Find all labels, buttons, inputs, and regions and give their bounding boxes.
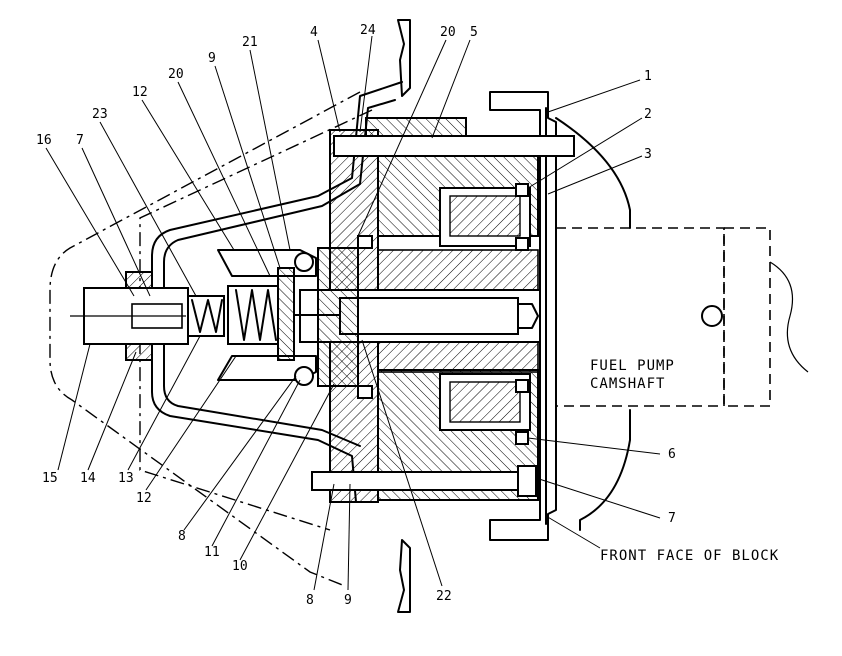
callout-9-top: 9 (208, 51, 216, 66)
callout-20-left: 20 (168, 67, 184, 82)
callout-11: 11 (204, 545, 220, 560)
caption-front-face: FRONT FACE OF BLOCK (600, 548, 779, 564)
hub-collar (317, 247, 359, 387)
caption-fuel-pump: FUEL PUMP (590, 358, 675, 374)
callout-16: 16 (36, 133, 52, 148)
callout-6: 6 (668, 447, 676, 462)
callout-1: 1 (644, 69, 652, 84)
block-face-bottom (397, 539, 411, 613)
housing-cover-inner (163, 99, 396, 447)
valve-spring (235, 289, 277, 341)
callout-21: 21 (242, 35, 258, 50)
o-ring-flange-top (357, 235, 373, 249)
callout-5: 5 (470, 25, 478, 40)
o-ring-flange-bottom (357, 385, 373, 399)
callout-4: 4 (310, 25, 318, 40)
callout-13: 13 (118, 471, 134, 486)
callout-23: 23 (92, 107, 108, 122)
shaft-tip (517, 303, 539, 329)
callout-20-top: 20 (440, 25, 456, 40)
camshaft-pin (701, 305, 723, 327)
block-face-top (397, 19, 411, 97)
right-cap (489, 91, 557, 541)
callout-12-top: 12 (132, 85, 148, 100)
valve-seat (277, 267, 295, 361)
gear-upper-teeth (449, 195, 521, 237)
block-outline (555, 117, 631, 531)
callout-7-top: 7 (76, 133, 84, 148)
valve-body-lower (217, 355, 317, 381)
upper-bolt (333, 135, 575, 157)
callout-24: 24 (360, 23, 376, 38)
shaft-hatched-upper (377, 249, 539, 291)
o-ring-upper (515, 237, 529, 251)
leader-lines (45, 35, 661, 591)
outer-cover-phantom (49, 91, 361, 587)
callout-8-bottom: 8 (306, 593, 314, 608)
callout-12-bottom: 12 (136, 491, 152, 506)
camshaft-break (769, 261, 809, 373)
valve-body-upper (217, 249, 317, 277)
snap-ring-bottom (294, 366, 314, 386)
callout-3: 3 (644, 147, 652, 162)
shaft-bore (339, 297, 519, 335)
callout-8-lower: 8 (178, 529, 186, 544)
lower-bolt (311, 471, 535, 491)
o-ring-lower (515, 379, 529, 393)
callout-7-right: 7 (668, 511, 676, 526)
lower-bolt-head (517, 465, 537, 497)
gear-lower-teeth (449, 381, 521, 423)
caption-camshaft: CAMSHAFT (590, 376, 665, 392)
snap-ring-top (294, 252, 314, 272)
shaft-hatched-lower (377, 341, 539, 373)
callout-9-bottom: 9 (344, 593, 352, 608)
callout-14: 14 (80, 471, 96, 486)
callout-22: 22 (436, 589, 452, 604)
o-ring-2 (515, 183, 529, 197)
callout-15: 15 (42, 471, 58, 486)
o-ring-6 (515, 431, 529, 445)
callout-2: 2 (644, 107, 652, 122)
housing-cover (151, 81, 403, 503)
callout-10: 10 (232, 559, 248, 574)
camshaft-end (723, 227, 771, 407)
adjust-spring-coil (191, 299, 223, 333)
